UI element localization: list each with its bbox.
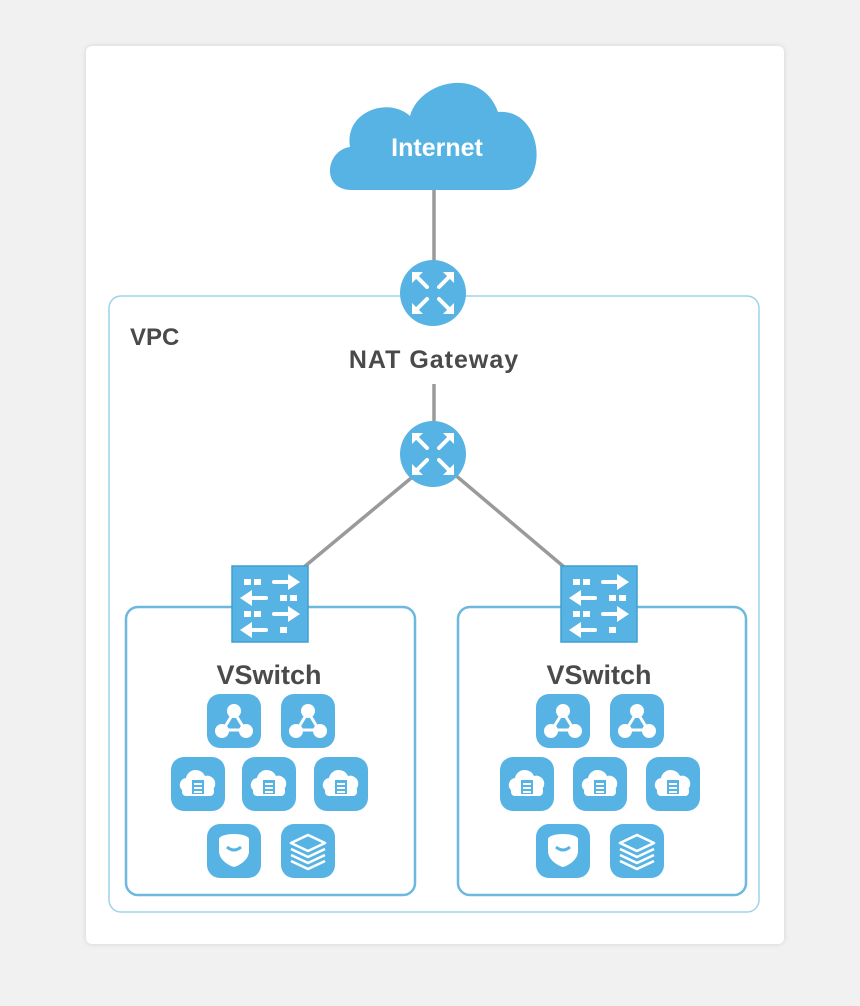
- network-node-icon: [279, 692, 337, 750]
- ecs-instance-icon: [313, 756, 369, 812]
- network-node-icon: [608, 692, 666, 750]
- internet-label: Internet: [391, 134, 483, 162]
- storage-stack-icon: [608, 822, 666, 880]
- network-node-icon: [205, 692, 263, 750]
- database-icon: [205, 822, 263, 880]
- vswitch-label-left: VSwitch: [216, 660, 321, 690]
- database-icon: [534, 822, 592, 880]
- ecs-instance-icon: [572, 756, 628, 812]
- router-to-right-switch-line: [452, 472, 572, 574]
- network-node-icon: [534, 692, 592, 750]
- switch-icon: [230, 564, 310, 644]
- vpc-label: VPC: [130, 324, 179, 351]
- ecs-instance-icon: [241, 756, 297, 812]
- storage-stack-icon: [279, 822, 337, 880]
- nat-gateway-label: NAT Gateway: [349, 346, 519, 374]
- connection-lines: [296, 186, 572, 574]
- nat-gateway-router-icon: [398, 258, 468, 328]
- switch-icon: [559, 564, 639, 644]
- ecs-instance-icon: [170, 756, 226, 812]
- ecs-instance-icon: [645, 756, 701, 812]
- vswitch-box-right: [456, 605, 748, 897]
- router-icon: [398, 419, 468, 489]
- ecs-instance-icon: [499, 756, 555, 812]
- cloud-icon: [329, 82, 537, 190]
- vswitch-box-left: [124, 605, 417, 897]
- router-to-left-switch-line: [296, 472, 418, 574]
- vswitch-label-right: VSwitch: [546, 660, 651, 690]
